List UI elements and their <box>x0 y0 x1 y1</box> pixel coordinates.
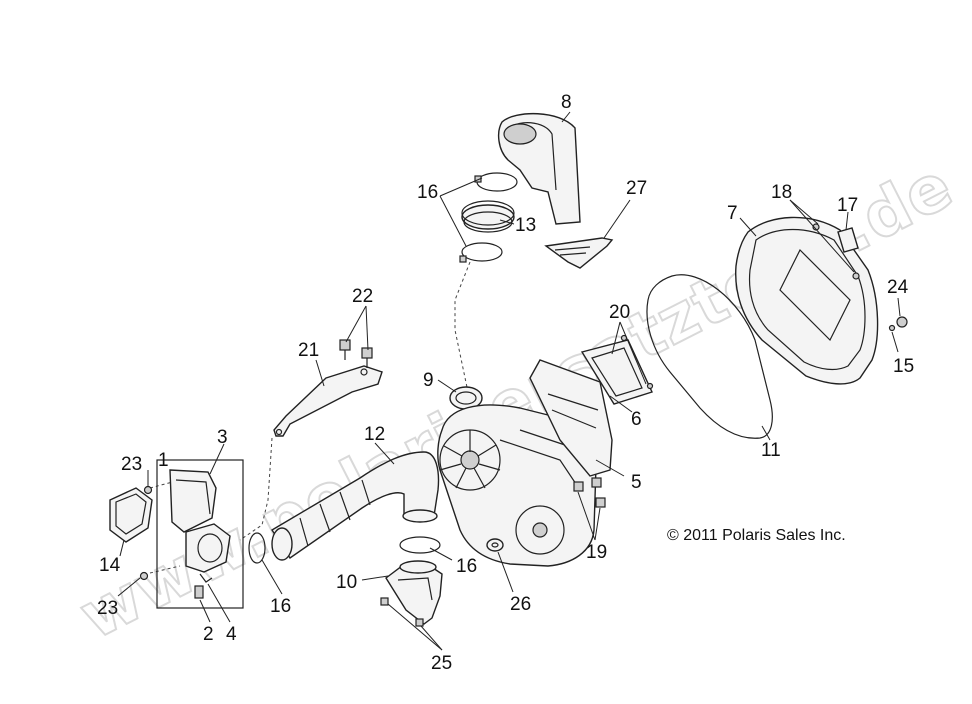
part-21-bracket <box>273 365 383 437</box>
callout-16-left: 16 <box>270 596 291 617</box>
callout-3: 3 <box>217 427 228 448</box>
part-17-label <box>837 227 859 253</box>
part-26-washer <box>486 538 504 552</box>
alignment-line-left <box>239 437 273 541</box>
part-9-seal <box>449 386 483 410</box>
part-25-screws <box>380 597 424 627</box>
callout-9: 9 <box>423 370 434 391</box>
callout-8: 8 <box>561 92 572 113</box>
callout-16-top: 16 <box>417 182 438 203</box>
callout-19: 19 <box>586 542 607 563</box>
callout-7: 7 <box>727 203 738 224</box>
callout-23-bottom: 23 <box>97 598 118 619</box>
part-16-clamp-top <box>459 172 518 263</box>
part-22-bolts <box>339 339 373 368</box>
callout-14: 14 <box>99 555 121 576</box>
part-16-clamp-hose <box>248 532 441 564</box>
callout-21: 21 <box>298 340 319 361</box>
inner-clutch-cover <box>437 404 597 567</box>
part-14-filter-gasket <box>109 487 153 543</box>
callout-10: 10 <box>336 572 357 593</box>
callout-24: 24 <box>887 277 909 298</box>
part-3-airbox <box>169 469 231 573</box>
callout-2: 2 <box>203 624 214 645</box>
part-19-bolts <box>573 477 606 508</box>
callout-23-top: 23 <box>121 454 142 475</box>
leader-lines <box>117 111 901 651</box>
callout-12: 12 <box>364 424 385 445</box>
part-15-pin <box>888 324 896 332</box>
alignment-line-upper <box>454 261 471 393</box>
part-18-screws <box>812 223 860 280</box>
callout-22: 22 <box>352 286 373 307</box>
callout-27: 27 <box>626 178 647 199</box>
callout-4: 4 <box>226 624 237 645</box>
callout-16-mid: 16 <box>456 556 477 577</box>
callout-25: 25 <box>431 653 452 674</box>
part-1-assembly-frame <box>156 459 244 609</box>
part-11-gasket <box>646 274 773 439</box>
callout-6: 6 <box>631 409 642 430</box>
copyright-text: © 2011 Polaris Sales Inc. <box>667 527 846 544</box>
callout-17: 17 <box>837 195 858 216</box>
callout-26: 26 <box>510 594 531 615</box>
callout-1: 1 <box>158 450 169 471</box>
part-8-intake-duct <box>497 113 581 225</box>
part-24-nut <box>896 316 908 328</box>
part-5-cover-section <box>529 359 613 477</box>
part-10-lower-duct <box>385 560 443 625</box>
callout-11: 11 <box>761 440 781 461</box>
callout-20: 20 <box>609 302 630 323</box>
part-4-clip <box>199 573 213 583</box>
alignment-line-box-lower <box>149 565 181 574</box>
part-13-coupler <box>461 200 515 233</box>
callout-5: 5 <box>631 472 642 493</box>
callout-15: 15 <box>893 356 914 377</box>
callout-18: 18 <box>771 182 792 203</box>
part-23-screws <box>139 485 153 581</box>
part-2-plug <box>194 585 204 599</box>
part-12-hose <box>271 451 440 561</box>
callout-13: 13 <box>515 215 536 236</box>
part-27-latch <box>544 237 614 269</box>
